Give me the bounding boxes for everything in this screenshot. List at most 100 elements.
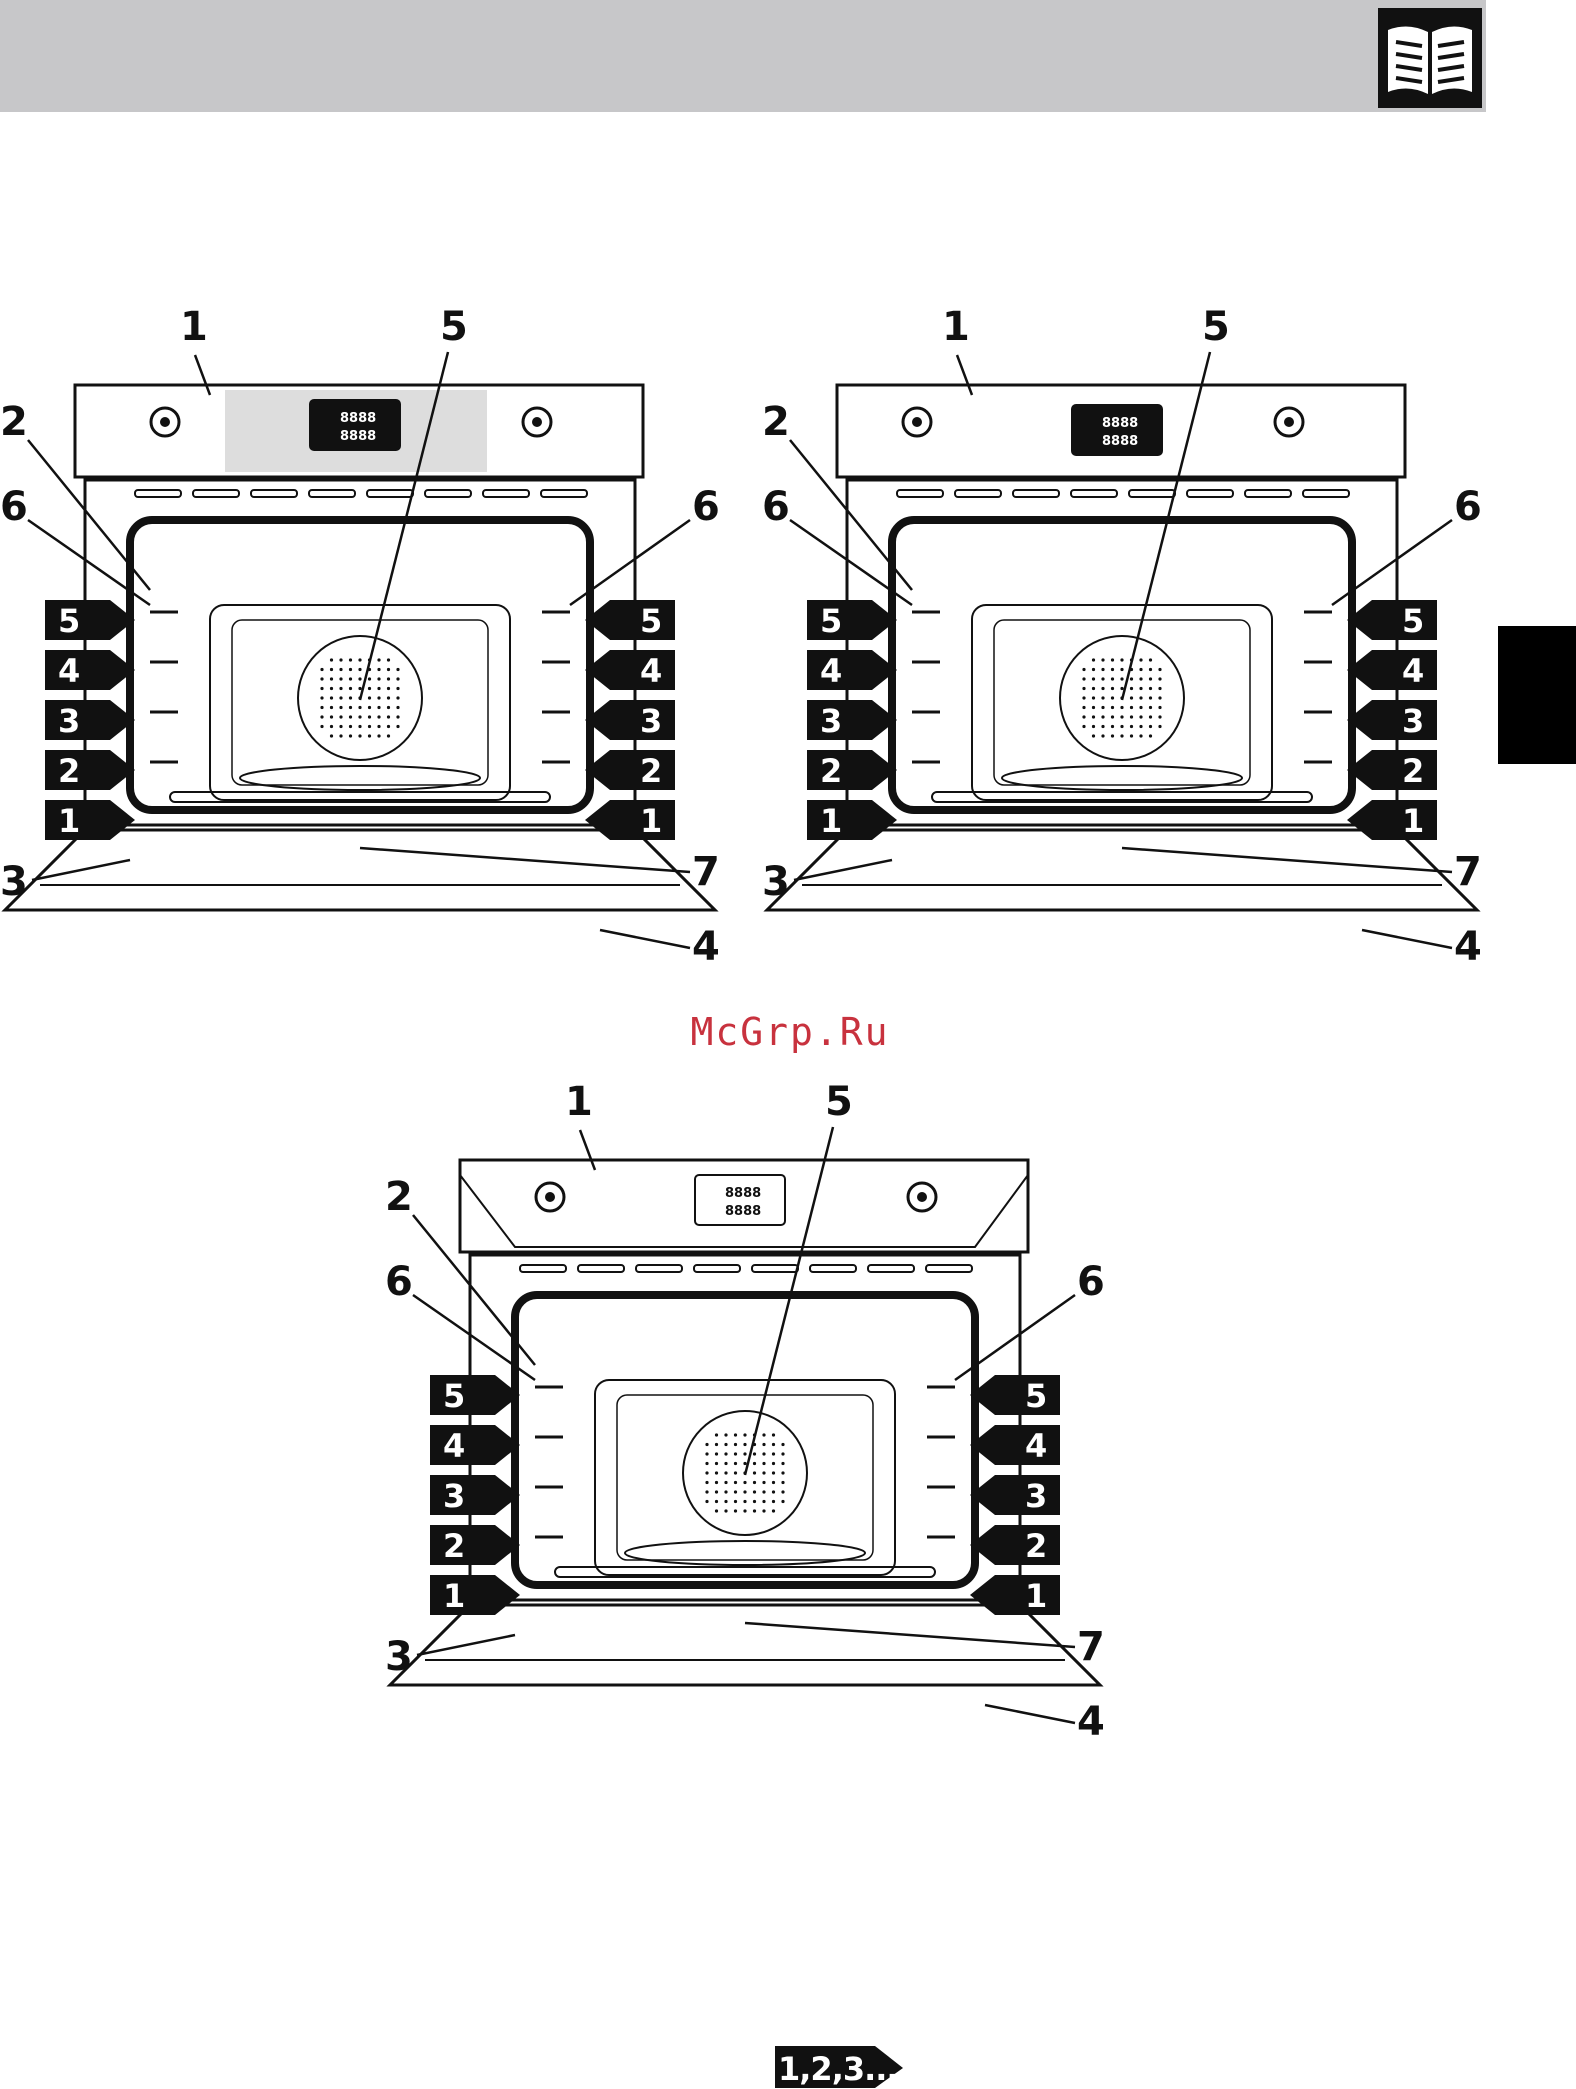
fan-hole bbox=[724, 1509, 727, 1512]
fan-hole bbox=[781, 1471, 784, 1474]
fan-hole bbox=[1111, 734, 1114, 737]
vent-slot bbox=[541, 490, 587, 497]
fan-hole bbox=[339, 706, 342, 709]
fan-hole bbox=[368, 715, 371, 718]
fan-hole bbox=[1101, 706, 1104, 709]
fan-hole bbox=[753, 1471, 756, 1474]
fan-hole bbox=[349, 715, 352, 718]
fan-hole bbox=[772, 1452, 775, 1455]
fan-hole bbox=[762, 1462, 765, 1465]
fan-hole bbox=[772, 1471, 775, 1474]
knob-center bbox=[912, 417, 922, 427]
fan-hole bbox=[1092, 696, 1095, 699]
callout-number: 7 bbox=[1454, 849, 1482, 895]
fan-hole bbox=[762, 1443, 765, 1446]
vent-slot bbox=[926, 1265, 972, 1272]
fan-hole bbox=[772, 1443, 775, 1446]
fan-hole bbox=[1111, 677, 1114, 680]
fan-hole bbox=[772, 1433, 775, 1436]
fan-hole bbox=[377, 725, 380, 728]
fan-hole bbox=[1130, 696, 1133, 699]
fan-hole bbox=[339, 725, 342, 728]
fan-hole bbox=[715, 1471, 718, 1474]
fan-hole bbox=[1120, 658, 1123, 661]
fan-hole bbox=[1120, 668, 1123, 671]
oven-door bbox=[390, 1605, 1100, 1685]
fan-hole bbox=[715, 1490, 718, 1493]
fan-hole bbox=[705, 1481, 708, 1484]
fan-hole bbox=[705, 1452, 708, 1455]
fan-hole bbox=[724, 1433, 727, 1436]
fan-hole bbox=[377, 677, 380, 680]
fan-hole bbox=[1149, 687, 1152, 690]
fan-hole bbox=[330, 725, 333, 728]
shelf-label-right: 5 bbox=[1025, 1377, 1047, 1415]
fan-hole bbox=[1092, 687, 1095, 690]
shelf-label-left: 5 bbox=[443, 1377, 465, 1415]
fan-hole bbox=[1092, 725, 1095, 728]
fan-hole bbox=[1139, 687, 1142, 690]
fan-hole bbox=[762, 1509, 765, 1512]
fan-hole bbox=[705, 1471, 708, 1474]
fan-hole bbox=[1082, 715, 1085, 718]
fan-hole bbox=[762, 1433, 765, 1436]
fan-hole bbox=[1101, 687, 1104, 690]
fan-hole bbox=[734, 1471, 737, 1474]
fan-hole bbox=[396, 687, 399, 690]
fan-hole bbox=[1130, 715, 1133, 718]
shelf-label-right: 3 bbox=[640, 702, 662, 740]
fan-hole bbox=[1139, 706, 1142, 709]
fan-hole bbox=[1092, 734, 1095, 737]
fan-hole bbox=[349, 687, 352, 690]
vent-slot bbox=[578, 1265, 624, 1272]
vent-slot bbox=[694, 1265, 740, 1272]
fan-hole bbox=[705, 1490, 708, 1493]
fan-hole bbox=[377, 658, 380, 661]
callout-number: 7 bbox=[692, 849, 720, 895]
vent-slot bbox=[1303, 490, 1349, 497]
vent-slot bbox=[1245, 490, 1291, 497]
callout-number: 2 bbox=[0, 399, 28, 445]
shelf-label-left: 2 bbox=[443, 1527, 465, 1565]
fan-hole bbox=[396, 696, 399, 699]
display-line2: 8888 bbox=[340, 429, 376, 444]
callout-leader bbox=[1362, 930, 1452, 948]
fan-hole bbox=[396, 706, 399, 709]
knob-center bbox=[917, 1192, 927, 1202]
fan-hole bbox=[387, 687, 390, 690]
fan-hole bbox=[1158, 677, 1161, 680]
fan-hole bbox=[377, 696, 380, 699]
fan-hole bbox=[705, 1462, 708, 1465]
fan-hole bbox=[1149, 696, 1152, 699]
fan-hole bbox=[1158, 725, 1161, 728]
display-line1: 8888 bbox=[1102, 416, 1138, 431]
fan-hole bbox=[377, 715, 380, 718]
vent-slot bbox=[868, 1265, 914, 1272]
fan-hole bbox=[1149, 706, 1152, 709]
fan-hole bbox=[743, 1433, 746, 1436]
shelf-label-right: 3 bbox=[1402, 702, 1424, 740]
vent-slot bbox=[483, 490, 529, 497]
fan-hole bbox=[1082, 687, 1085, 690]
fan-hole bbox=[753, 1509, 756, 1512]
fan-hole bbox=[705, 1500, 708, 1503]
fan-hole bbox=[753, 1462, 756, 1465]
fan-hole bbox=[358, 668, 361, 671]
display-line1: 8888 bbox=[725, 1186, 761, 1201]
fan-hole bbox=[387, 734, 390, 737]
fan-hole bbox=[1149, 658, 1152, 661]
vent-slot bbox=[897, 490, 943, 497]
fan-hole bbox=[1101, 658, 1104, 661]
fan-hole bbox=[743, 1500, 746, 1503]
fan-hole bbox=[387, 668, 390, 671]
knob-center bbox=[160, 417, 170, 427]
fan-hole bbox=[1120, 706, 1123, 709]
fan-hole bbox=[762, 1490, 765, 1493]
fan-hole bbox=[377, 687, 380, 690]
fan-hole bbox=[396, 668, 399, 671]
callout-number: 5 bbox=[825, 1079, 853, 1125]
shelf-label-left: 4 bbox=[58, 652, 80, 690]
callout-number: 4 bbox=[692, 924, 720, 970]
vent-slot bbox=[1013, 490, 1059, 497]
